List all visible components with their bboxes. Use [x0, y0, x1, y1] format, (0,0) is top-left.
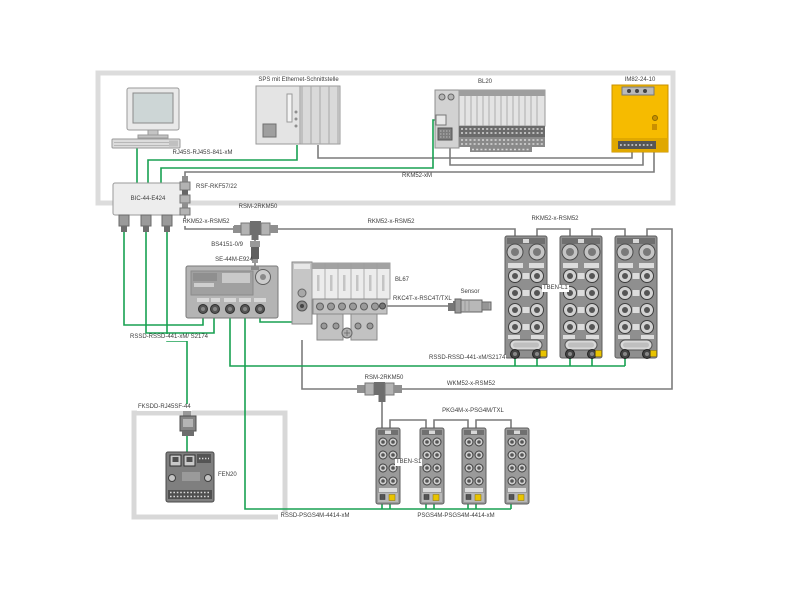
- tben-l1-module-3: [614, 235, 658, 359]
- cable-psu-to-sps: [317, 145, 633, 159]
- se44m-switch: [185, 265, 279, 319]
- fen20-enclosure-frame: [131, 410, 288, 520]
- label-rkm52-xm: RKM52-xM: [396, 173, 438, 180]
- cable-tbens-stubs: [381, 504, 512, 509]
- control-cabinet-frame: [95, 70, 676, 206]
- label-bl67: BL67: [395, 277, 410, 283]
- label-se44m: SE-44M-E924: [215, 257, 253, 263]
- label-rssd-mid: RSSD-RSSD-441-xM/S2174: [428, 355, 506, 362]
- cable-t2-to-bl67: [301, 340, 358, 390]
- power-supply-im82: [611, 84, 669, 153]
- rsf-inline-connector: [179, 176, 191, 216]
- sps-plc: [255, 85, 341, 145]
- tben-s1-module-3: [461, 427, 487, 505]
- tben-s1-module-2: [419, 427, 445, 505]
- label-rsm-2rkm50-bottom: RSM-2RKM50: [356, 375, 412, 382]
- cable-rkm52-rsm52-mid: [278, 228, 516, 244]
- label-tben-l1: TBEN-L1: [542, 285, 569, 292]
- cable-pkg4m-bridge-1: [389, 419, 427, 428]
- cable-rssd-tbenl-bus: [229, 312, 625, 367]
- label-rkm52-rsm52-left: RKM52-x-RSM52: [178, 219, 234, 226]
- sensor-device: [448, 298, 492, 314]
- cable-bic-to-fen20: [166, 231, 188, 414]
- bs4151-connector: [250, 241, 260, 263]
- tben-s1-module-4: [504, 427, 530, 505]
- label-fen20: FEN20: [218, 472, 237, 478]
- cable-pkg4m-bridge-2: [433, 419, 469, 428]
- tben-s1-module-1: [375, 427, 401, 505]
- label-rssd-psgs4m: RSSD-PSGS4M-4414-xM: [278, 513, 352, 520]
- bl67-station: [291, 261, 391, 341]
- tben-l1-module-2: [559, 235, 603, 359]
- cable-rj45s-sps-to-bic: [147, 145, 298, 184]
- bic-hub: [112, 182, 184, 232]
- label-pkg4m: PKG4M-x-PSG4M/TXL: [438, 408, 508, 415]
- label-rkm52-rsm52-right: RKM52-x-RSM52: [526, 216, 584, 223]
- fen20-module: [165, 451, 215, 503]
- cable-rssd-psgs4m-bus: [244, 312, 511, 510]
- label-rkm52-rsm52-mid: RKM52-x-RSM52: [362, 219, 420, 226]
- label-fksdd: FKSDD-RJ45SF-44: [137, 404, 192, 411]
- cable-psu-to-bl20: [449, 148, 644, 166]
- label-bic: BIC-44-E424: [130, 196, 166, 202]
- label-sensor: Sensor: [460, 289, 480, 295]
- label-rssd-left: RSSD-RSSD-441-xM/ S2174: [122, 334, 216, 341]
- label-psu: IM82-24-10: [624, 77, 656, 83]
- cable-rkm52-xm: [184, 152, 655, 177]
- t-junction-bottom: [357, 381, 402, 402]
- cable-tbenl-stubs: [514, 356, 626, 366]
- cable-pkg4m-bridge-3: [475, 419, 512, 428]
- t-junction-top: [233, 221, 278, 240]
- bl20-station: [434, 89, 546, 152]
- rj45-bulkhead-connector: [179, 409, 197, 436]
- label-rj45s-cable: RJ45S-RJ45S-841-xM: [172, 150, 233, 156]
- label-sps: SPS mit Ethernet-Schnittstelle: [258, 77, 339, 83]
- label-bs4151: BS4151-0/9: [211, 242, 243, 248]
- cable-wkm52-rsm52: [402, 228, 673, 390]
- label-wkm52: WKM52-x-RSM52: [438, 381, 504, 388]
- label-psgs4m-psgs4m: PSGS4M-PSGS4M-4414-xM: [415, 513, 497, 520]
- label-rsm-2rkm50-top: RSM-2RKM50: [238, 204, 278, 210]
- ethernet-cables: [123, 119, 626, 510]
- label-tben-s1: TBEN-S1: [395, 459, 423, 466]
- pc-workstation: [111, 87, 181, 149]
- cable-bic-to-se44m-2: [145, 231, 215, 334]
- label-rkc4t: RKC4T-x-RSC4T/TXL: [392, 296, 453, 303]
- tben-l1-module-1: [504, 235, 548, 359]
- cable-bic-to-bl20: [160, 119, 436, 184]
- label-bl20: BL20: [477, 79, 492, 85]
- label-rsf: RSF-RKF57/22: [196, 184, 238, 190]
